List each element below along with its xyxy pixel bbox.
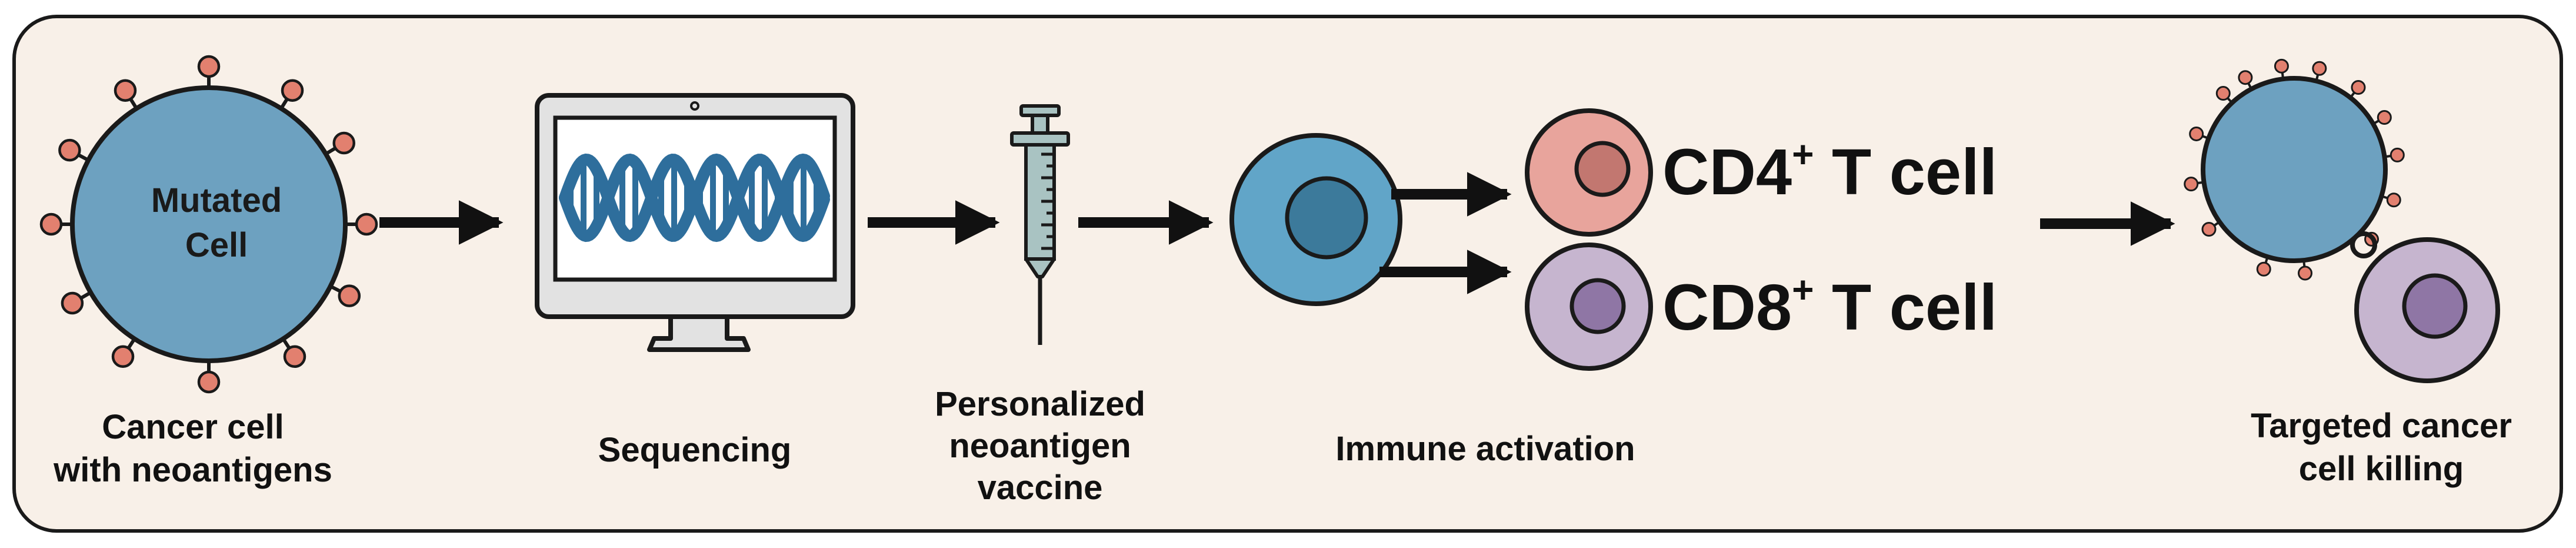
cell-text-mutated: Mutated bbox=[151, 181, 282, 220]
antigen-knob bbox=[2215, 86, 2231, 101]
cd8-t-cell-label: CD8+ T cell bbox=[1662, 268, 1997, 344]
antigen-knob bbox=[61, 291, 84, 315]
antigen-knob bbox=[2184, 177, 2199, 192]
mutated-cancer-cell: Mutated Cell bbox=[39, 55, 378, 394]
monitor-stand bbox=[647, 313, 751, 352]
monitor-camera bbox=[690, 101, 699, 111]
targeted-cancer-cell bbox=[2184, 58, 2405, 281]
antigen-knob bbox=[2298, 265, 2313, 281]
antigen-knob bbox=[58, 138, 81, 162]
syringe-tip bbox=[1024, 257, 1056, 278]
antigen-knob bbox=[197, 55, 221, 78]
caption-neoantigen: neoantigen bbox=[949, 427, 1131, 465]
caption-immune-activation: Immune activation bbox=[1335, 430, 1635, 468]
immune-synapse bbox=[2350, 231, 2377, 258]
antigen-knob bbox=[2377, 110, 2392, 125]
antigen-knob bbox=[2274, 58, 2289, 74]
cancer-cell-body bbox=[70, 85, 348, 363]
cd8-nucleus bbox=[1569, 278, 1626, 334]
antigen-knob bbox=[283, 345, 306, 368]
caption-targeted-cancer: Targeted cancer bbox=[2251, 407, 2512, 445]
computer-monitor-dna-icon bbox=[535, 93, 855, 352]
antigen-knob bbox=[2390, 147, 2405, 162]
antigen-knob bbox=[2351, 80, 2366, 95]
killer-nucleus bbox=[2402, 273, 2468, 339]
antigen-knob bbox=[111, 345, 135, 368]
antigen-knob bbox=[355, 212, 378, 236]
antigen-presenting-cell bbox=[1229, 133, 1402, 306]
syringe-graduations bbox=[1041, 152, 1054, 250]
caption-with-neoantigens: with neoantigens bbox=[53, 451, 332, 489]
antigen-knob bbox=[39, 212, 63, 236]
cd4-nucleus bbox=[1574, 141, 1631, 197]
antigen-knob bbox=[2256, 261, 2271, 277]
antigen-knob bbox=[197, 370, 221, 394]
antigen-knob bbox=[2386, 192, 2401, 208]
antigen-knob bbox=[2201, 222, 2217, 237]
caption-cancer-cell: Cancer cell bbox=[102, 408, 284, 446]
caption-vaccine: vaccine bbox=[978, 469, 1103, 507]
caption-personalized: Personalized bbox=[935, 385, 1145, 423]
syringe-plunger-rod bbox=[1031, 114, 1049, 136]
antigen-knob bbox=[114, 79, 137, 102]
cd8-t-cell bbox=[1525, 243, 1653, 371]
antigen-knob bbox=[2189, 126, 2204, 141]
dna-helix-icon bbox=[559, 153, 830, 243]
antigen-knob bbox=[332, 131, 355, 155]
cd4-t-cell-label: CD4+ T cell bbox=[1662, 133, 1997, 208]
caption-sequencing: Sequencing bbox=[598, 431, 792, 469]
target-cell-body bbox=[2201, 76, 2388, 263]
antigen-knob bbox=[338, 284, 361, 307]
antigen-knob bbox=[2312, 61, 2327, 76]
caption-cell-killing: cell killing bbox=[2299, 450, 2464, 488]
syringe-icon bbox=[1010, 104, 1070, 345]
apc-nucleus bbox=[1285, 176, 1368, 260]
dna-strand bbox=[559, 153, 830, 243]
antigen-knob bbox=[281, 79, 304, 102]
killer-t-cell bbox=[2354, 237, 2500, 383]
cell-text-cell: Cell bbox=[185, 226, 248, 264]
cd4-t-cell bbox=[1525, 108, 1653, 237]
antigen-knob bbox=[2238, 70, 2253, 85]
